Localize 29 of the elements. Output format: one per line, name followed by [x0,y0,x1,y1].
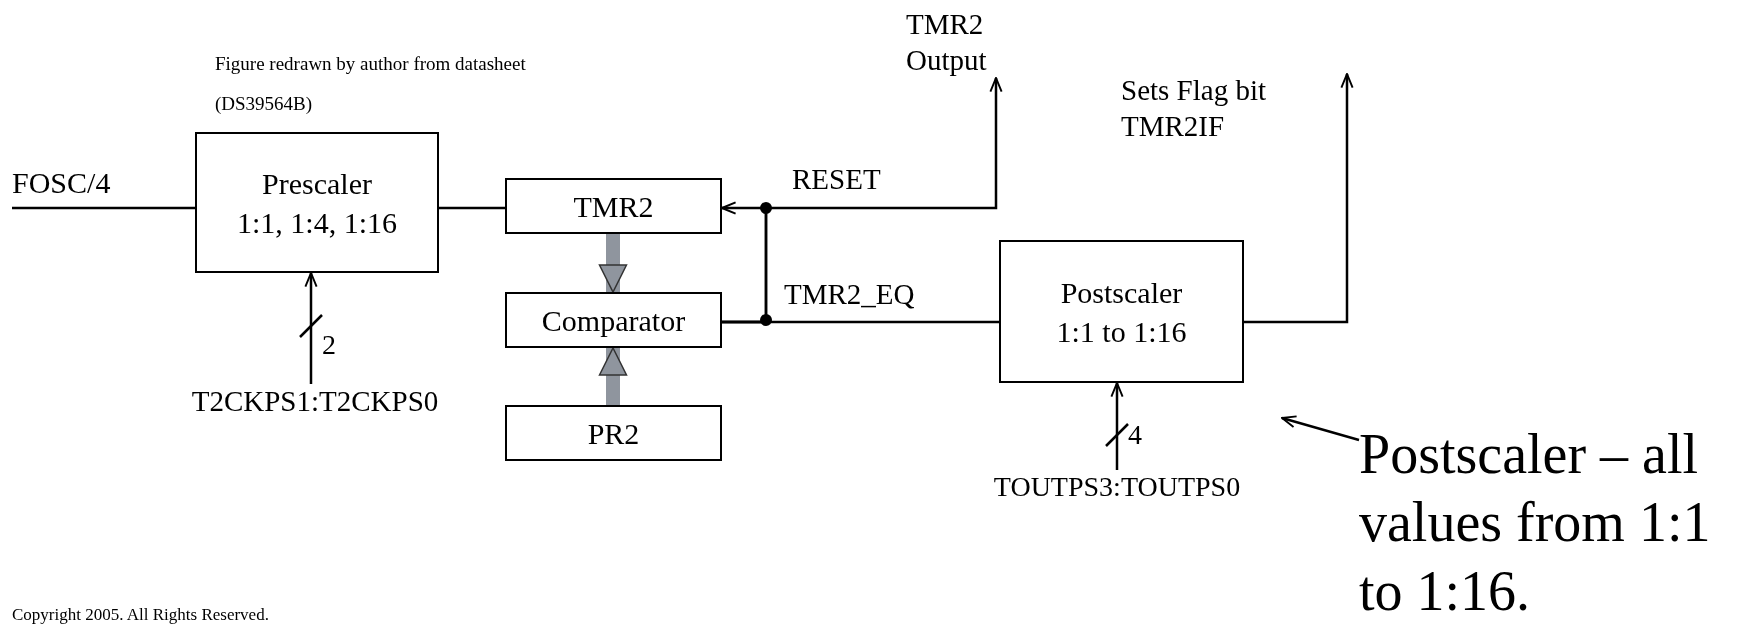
block-title: Postscaler [1060,274,1183,311]
arrow [1244,73,1354,324]
bus-width-label: 2 [322,328,336,362]
connector-line [12,206,195,210]
arrow [1110,382,1124,470]
bus-width-label: 4 [1128,418,1142,452]
block-box [505,292,722,348]
block-title: TMR2 [573,188,654,225]
block-value: 1:1 to 1:16 [1056,313,1187,350]
connector-line [439,206,505,210]
block-title: PR2 [587,415,640,452]
block-value: 1:1, 1:4, 1:16 [237,204,397,241]
block-title: Comparator [541,302,686,339]
block-box [505,405,722,461]
label-text: TOUTPS3:TOUTPS0 [993,473,1241,501]
block-arrow [598,234,628,293]
copyright-note: Copyright 2005. All Rights Reserved. [12,604,269,626]
block-box [999,240,1244,383]
label-text: Postscaler – all values from 1:1 to 1:16. [1359,422,1712,624]
label-text: T2CKPS1:T2CKPS0 [191,384,439,420]
source-note: Figure redrawn by author from datasheet (DS39564B) [215,52,527,116]
block-box [505,178,722,234]
arrow [1281,415,1360,442]
arrow [304,272,318,384]
block-arrow [598,347,628,405]
block-box [195,132,439,273]
label-text: FOSC/4 [12,165,111,201]
block-title: Prescaler [262,165,372,202]
arrow [722,77,1003,324]
